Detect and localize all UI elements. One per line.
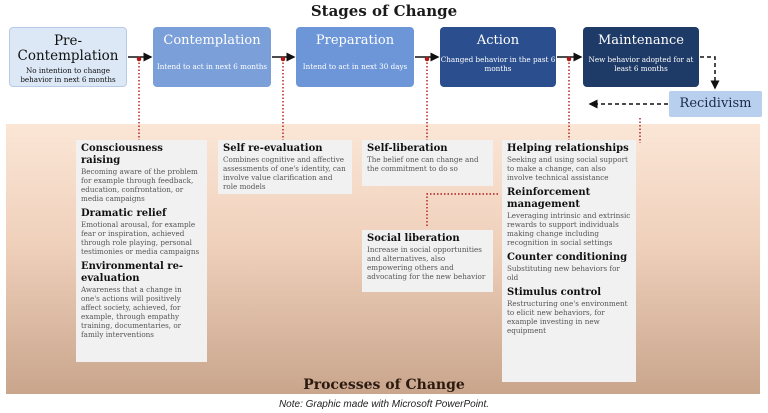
process-desc: The belief one can change and the commit… <box>367 155 479 173</box>
arrow-maintenance-recidivism <box>700 56 720 90</box>
stage-action: Action Changed behavior in the past 6 mo… <box>440 27 556 87</box>
stage-name: Contemplation <box>163 33 261 48</box>
process-desc: Seeking and using social support to make… <box>507 155 628 182</box>
process-column-2: Self re-evaluation Combines cognitive an… <box>218 140 352 194</box>
process-title: Consciousness raising <box>81 143 163 166</box>
diagram-title: Stages of Change <box>310 2 458 20</box>
process-title: Reinforcement management <box>507 187 591 210</box>
stage-desc: Intend to act in next 30 days <box>302 62 408 71</box>
process-title: Self-liberation <box>367 143 448 154</box>
stage-preparation: Preparation Intend to act in next 30 day… <box>296 27 414 87</box>
stage-maintenance: Maintenance New behavior adopted for at … <box>583 27 699 87</box>
process-desc: Becoming aware of the problem for exampl… <box>81 167 198 203</box>
process-desc: Increase in social opportunities and alt… <box>367 245 486 281</box>
process-column-3a: Self-liberation The belief one can chang… <box>362 140 493 186</box>
stage-name: Preparation <box>315 33 395 48</box>
process-desc: Combines cognitive and affective assessm… <box>223 155 346 191</box>
stage-desc: New behavior adopted for at least 6 mont… <box>588 55 694 73</box>
process-column-4: Helping relationships Seeking and using … <box>502 140 636 382</box>
process-desc: Leveraging intrinsic and extrinsic rewar… <box>507 211 631 247</box>
stage-desc: Changed behavior in the past 6 months <box>440 55 556 73</box>
stage-contemplation: Contemplation Intend to act in next 6 mo… <box>153 27 271 87</box>
stage-desc: Intend to act in next 6 months <box>156 62 268 71</box>
stage-desc: No intention to change behavior in next … <box>20 66 116 84</box>
link-social-liberation <box>426 193 499 226</box>
process-title: Helping relationships <box>507 143 629 154</box>
stage-name: Pre-Contemplation <box>17 33 119 64</box>
process-title: Dramatic relief <box>81 208 167 219</box>
process-column-3b: Social liberation Increase in social opp… <box>362 230 493 292</box>
process-desc: Restructuring one's environment to elici… <box>507 299 628 335</box>
recidivism-box: Recidivism <box>669 91 762 117</box>
stage-precontemplation: Pre-Contemplation No intention to change… <box>9 27 127 87</box>
process-title: Counter conditioning <box>507 252 628 263</box>
process-title: Environmental re-evaluation <box>81 261 184 284</box>
process-desc: Awareness that a change in one's actions… <box>81 285 182 339</box>
figure-note: Note: Graphic made with Microsoft PowerP… <box>278 399 490 410</box>
process-title: Stimulus control <box>507 287 602 298</box>
processes-title: Processes of Change <box>303 377 465 393</box>
stage-name: Action <box>476 33 520 48</box>
process-title: Social liberation <box>367 233 460 244</box>
process-title: Self re-evaluation <box>223 143 323 154</box>
stage-name: Maintenance <box>598 33 684 48</box>
process-desc: Substituting new behaviors for old <box>507 264 620 282</box>
process-column-1: Consciousness raising Becoming aware of … <box>76 140 207 362</box>
process-desc: Emotional arousal, for example fear or i… <box>81 220 200 256</box>
